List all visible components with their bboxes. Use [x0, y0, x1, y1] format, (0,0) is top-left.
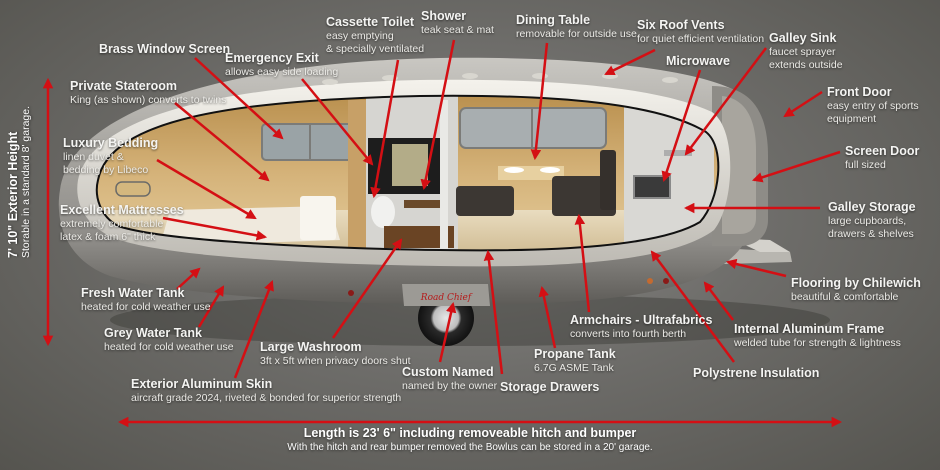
callout-title: Dining Table	[516, 13, 591, 27]
callout-title: Shower	[421, 9, 467, 23]
callout-exterior-skin: Exterior Aluminum Skin aircraft grade 20…	[131, 377, 401, 405]
callout-galley-sink: Galley Sink faucet sprayer extends outsi…	[769, 31, 843, 71]
callout-title: Propane Tank	[534, 347, 616, 361]
height-title: 7' 10" Exterior Height	[6, 131, 20, 258]
callout-title: Brass Window Screen	[99, 42, 231, 56]
callout-desc: full sized	[845, 159, 886, 171]
callout-title: Screen Door	[845, 144, 920, 158]
callout-desc: heated for cold weather use	[81, 301, 211, 313]
callout-desc: 3ft x 5ft when privacy doors shut	[260, 355, 411, 367]
length-dimension-label: Length is 23' 6" including removeable hi…	[120, 426, 820, 453]
callout-title: Cassette Toilet	[326, 15, 414, 29]
callout-desc: easy entry of sports	[827, 100, 919, 112]
callout-title: Internal Aluminum Frame	[734, 322, 885, 336]
callout-desc: extends outside	[769, 58, 843, 71]
callout-desc: welded tube for strength & lightness	[734, 337, 901, 349]
callout-title: Galley Storage	[828, 200, 916, 214]
callout-desc: heated for cold weather use	[104, 341, 234, 353]
callout-galley-storage: Galley Storage large cupboards, drawers …	[828, 200, 916, 240]
callout-title: Microwave	[666, 54, 730, 68]
callout-desc: for quiet efficient ventilation	[637, 33, 765, 45]
callout-flooring: Flooring by Chilewich beautiful & comfor…	[791, 276, 921, 304]
callout-brass-window-screen: Brass Window Screen	[99, 42, 230, 57]
callout-storage-drawers: Storage Drawers	[500, 380, 599, 395]
callout-title: Galley Sink	[769, 31, 837, 45]
callout-title: Polystrene Insulation	[693, 366, 820, 380]
callout-desc: King (as shown) converts to twins	[70, 94, 227, 106]
callout-polystrene-insulation: Polystrene Insulation	[693, 366, 819, 381]
length-title: Length is 23' 6" including removeable hi…	[303, 426, 637, 440]
trailer-nameplate: Road Chief	[420, 293, 473, 303]
callout-desc: aircraft grade 2024, riveted & bonded fo…	[131, 392, 402, 404]
callout-grey-water-tank: Grey Water Tank heated for cold weather …	[104, 326, 234, 354]
length-desc: With the hitch and rear bumper removed t…	[287, 442, 653, 453]
callout-desc: beautiful & comfortable	[791, 291, 899, 303]
callout-desc: linen duvet &	[63, 151, 124, 163]
callout-excellent-mattresses: Excellent Mattresses extremely comfortab…	[60, 203, 184, 243]
callout-desc: allows easy side loading	[225, 66, 339, 78]
callout-desc: bedding by Libeco	[63, 163, 149, 176]
callout-title: Custom Named	[402, 365, 494, 379]
callout-cassette-toilet: Cassette Toilet easy emptying & speciall…	[326, 15, 424, 55]
callout-internal-frame: Internal Aluminum Frame welded tube for …	[734, 322, 901, 350]
callout-custom-named: Custom Named named by the owner	[402, 365, 497, 393]
callout-emergency-exit: Emergency Exit allows easy side loading	[225, 51, 338, 79]
callout-desc: & specially ventilated	[326, 42, 425, 55]
callout-title: Flooring by Chilewich	[791, 276, 921, 290]
callout-desc: converts into fourth berth	[570, 328, 687, 340]
callout-desc: easy emptying	[326, 30, 394, 42]
callout-screen-door: Screen Door full sized	[845, 144, 919, 172]
height-desc: Storable in a standard 8' garage.	[20, 105, 32, 258]
callout-desc: extremely comfortable	[60, 218, 164, 230]
callout-luxury-bedding: Luxury Bedding linen duvet & bedding by …	[63, 136, 158, 176]
callout-desc: removable for outside use	[516, 28, 637, 40]
callout-title: Excellent Mattresses	[60, 203, 184, 217]
callout-private-stateroom: Private Stateroom King (as shown) conver…	[70, 79, 226, 107]
callout-large-washroom: Large Washroom 3ft x 5ft when privacy do…	[260, 340, 411, 368]
callout-fresh-water-tank: Fresh Water Tank heated for cold weather…	[81, 286, 211, 314]
height-dimension-label: 7' 10" Exterior Height Storable in a sta…	[6, 106, 32, 258]
callout-title: Luxury Bedding	[63, 136, 159, 150]
callout-six-roof-vents: Six Roof Vents for quiet efficient venti…	[637, 18, 764, 46]
callout-shower: Shower teak seat & mat	[421, 9, 494, 37]
callout-title: Private Stateroom	[70, 79, 177, 93]
callout-desc: equipment	[827, 112, 877, 125]
callout-title: Emergency Exit	[225, 51, 319, 65]
callout-arrows	[156, 39, 841, 379]
callout-title: Front Door	[827, 85, 892, 99]
callout-propane-tank: Propane Tank 6.7G ASME Tank	[534, 347, 616, 375]
callout-title: Grey Water Tank	[104, 326, 202, 340]
callout-title: Storage Drawers	[500, 380, 600, 394]
callout-title: Exterior Aluminum Skin	[131, 377, 273, 391]
callout-armchairs: Armchairs - Ultrafabrics converts into f…	[570, 313, 712, 341]
callout-desc: drawers & shelves	[828, 227, 914, 240]
callout-desc: 6.7G ASME Tank	[534, 362, 614, 374]
callout-microwave: Microwave	[666, 54, 730, 69]
callout-title: Large Washroom	[260, 340, 362, 354]
callout-desc: large cupboards,	[828, 215, 907, 227]
callout-title: Fresh Water Tank	[81, 286, 185, 300]
callout-title: Six Roof Vents	[637, 18, 725, 32]
callout-title: Armchairs - Ultrafabrics	[570, 313, 713, 327]
callout-front-door: Front Door easy entry of sports equipmen…	[827, 85, 919, 125]
callout-desc: named by the owner	[402, 380, 498, 392]
callout-desc: latex & foam 6" thick	[60, 230, 156, 243]
callout-dining-table: Dining Table removable for outside use	[516, 13, 637, 41]
callout-desc: teak seat & mat	[421, 24, 494, 36]
callout-desc: faucet sprayer	[769, 46, 836, 58]
